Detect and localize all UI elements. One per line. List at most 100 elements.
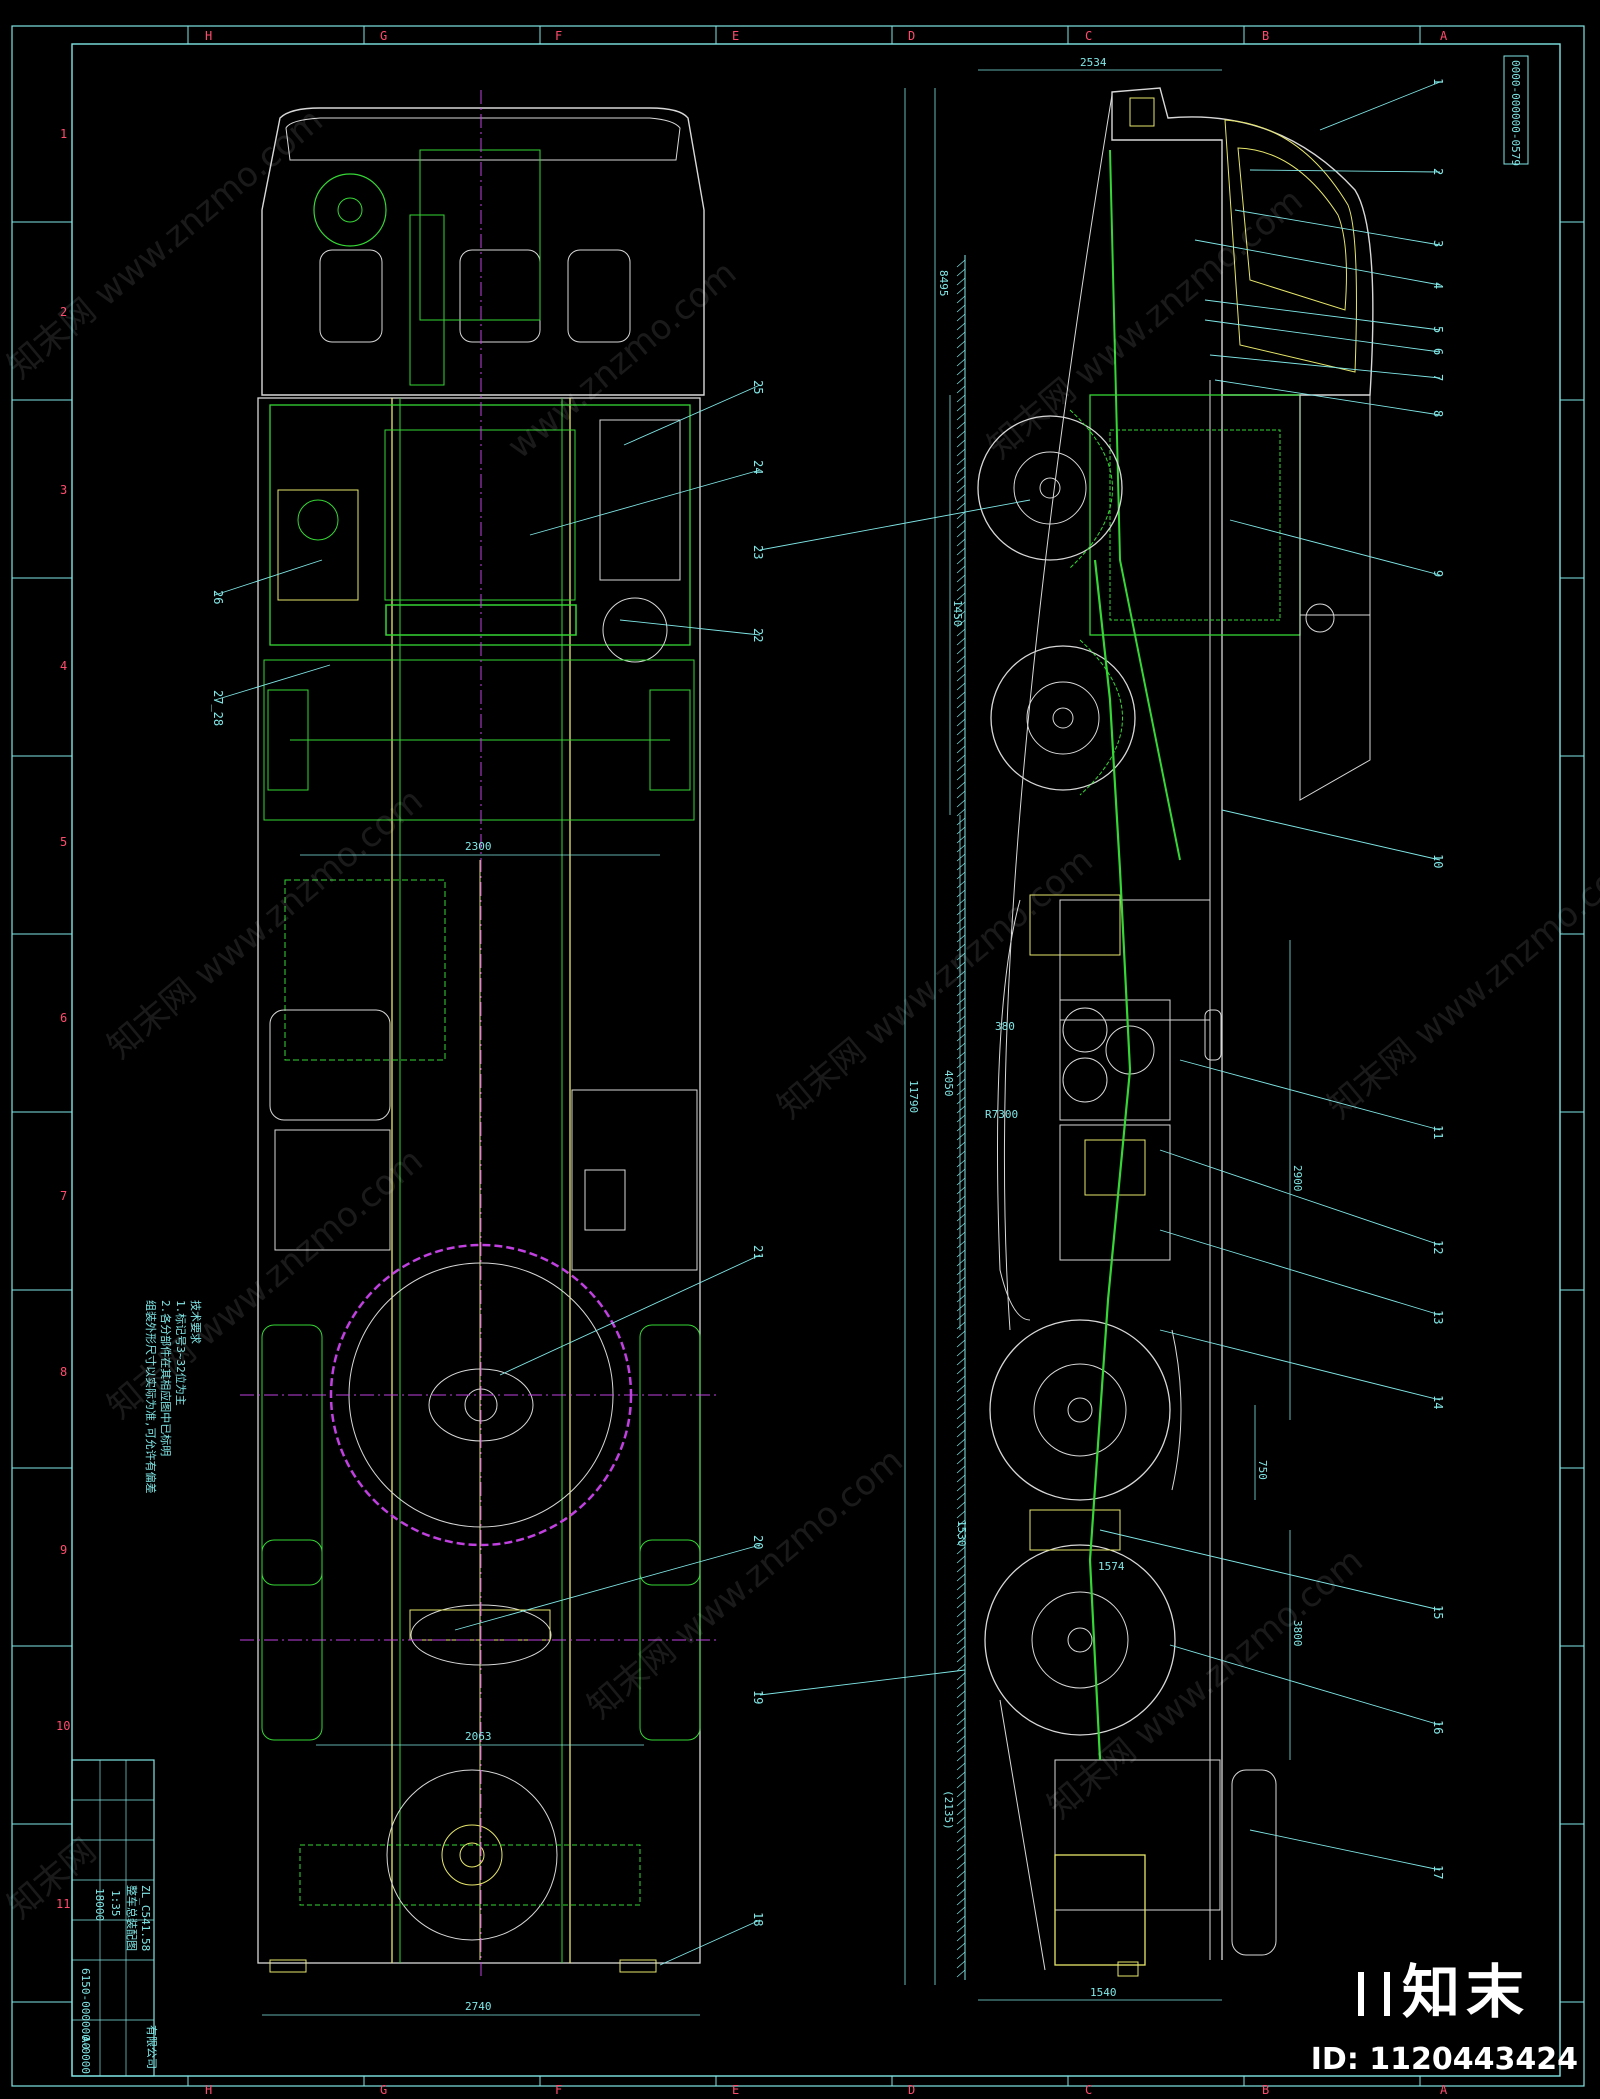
ground-hatch xyxy=(956,1663,966,1672)
ground-hatch xyxy=(956,1321,966,1330)
ground-hatch xyxy=(956,664,966,673)
ground-hatch xyxy=(956,313,966,322)
notes-line-1: 1.标记号3~32位为主 xyxy=(174,1300,188,1406)
grid-col-label: A xyxy=(1440,2083,1448,2097)
ground-hatch xyxy=(956,1024,966,1033)
grid-col-label: F xyxy=(555,29,562,43)
side-dim-1530: 1530 xyxy=(955,1520,968,1547)
ground-hatch xyxy=(956,520,966,529)
watermark: 知末网 www.znzmo.com xyxy=(100,780,431,1066)
side-dim-380: 380 xyxy=(995,1020,1015,1033)
ground-hatch xyxy=(956,916,966,925)
grid-row-label: 11 xyxy=(56,1897,70,1911)
ground-hatch xyxy=(956,1708,966,1717)
ground-hatch xyxy=(956,1456,966,1465)
ground-hatch xyxy=(956,1861,966,1870)
ground-hatch xyxy=(956,1060,966,1069)
watermark: 知末网 www.znzmo.com xyxy=(1320,840,1600,1126)
ground-hatch xyxy=(956,1168,966,1177)
ground-hatch xyxy=(956,979,966,988)
side-dim-4050: 4050 xyxy=(942,1070,955,1097)
balloon-4: 4 xyxy=(1431,282,1445,289)
ground-hatch xyxy=(956,601,966,610)
ground-hatch xyxy=(956,547,966,556)
ground-hatch xyxy=(956,997,966,1006)
ground-hatch xyxy=(956,1411,966,1420)
ground-hatch xyxy=(956,1141,966,1150)
ground-hatch xyxy=(956,1654,966,1663)
ground-hatch xyxy=(956,1159,966,1168)
balloon-3: 3 xyxy=(1431,240,1445,247)
ground-hatch xyxy=(956,340,966,349)
grid-row-label: 9 xyxy=(60,1543,67,1557)
balloon-14: 14 xyxy=(1431,1395,1445,1409)
side-dim-8495: 8495 xyxy=(937,270,950,297)
brand-logo: 知末 xyxy=(1357,1945,1530,2029)
side-dim-2135: (2135) xyxy=(942,1790,955,1830)
side-leaders xyxy=(759,81,1441,1871)
ground-hatch xyxy=(956,304,966,313)
ground-hatch xyxy=(956,592,966,601)
grid-col-label: C xyxy=(1085,2083,1092,2097)
ground-hatch xyxy=(956,1528,966,1537)
grid-col-label: A xyxy=(1440,29,1448,43)
title-name: 整车总装配图 xyxy=(125,1885,139,1951)
ground-hatch xyxy=(956,277,966,286)
balloon-25: 25 xyxy=(751,380,765,394)
ground-hatch xyxy=(956,1537,966,1546)
title-weight: 18000 xyxy=(93,1888,106,1921)
ground-hatch xyxy=(956,1969,966,1978)
ground-hatch xyxy=(956,826,966,835)
ground-hatch xyxy=(956,502,966,511)
side-dim-overall-length: 11790 xyxy=(907,1080,920,1113)
ground-hatch xyxy=(956,898,966,907)
ground-hatch xyxy=(956,1033,966,1042)
side-dim-1540: 1540 xyxy=(1090,1986,1117,1999)
ground-hatch xyxy=(956,907,966,916)
ground-hatch xyxy=(956,448,966,457)
ground-hatch xyxy=(956,1474,966,1483)
ground-hatch xyxy=(956,259,966,268)
ground-hatch xyxy=(956,655,966,664)
ground-hatch xyxy=(956,1285,966,1294)
ground-hatch xyxy=(956,1825,966,1834)
ground-hatch xyxy=(956,574,966,583)
ground-hatch xyxy=(956,1726,966,1735)
ground-hatch xyxy=(956,1798,966,1807)
balloon-17: 17 xyxy=(1431,1865,1445,1879)
ground-hatch xyxy=(956,673,966,682)
side-dim-3800: 3800 xyxy=(1291,1620,1304,1647)
ground-hatch xyxy=(956,817,966,826)
ground-hatch xyxy=(956,583,966,592)
grid-col-label: D xyxy=(908,29,915,43)
ground-hatch xyxy=(956,1177,966,1186)
ground-hatch xyxy=(956,385,966,394)
balloon-6: 6 xyxy=(1431,348,1445,355)
ground-hatch xyxy=(956,1582,966,1591)
ground-hatch xyxy=(956,754,966,763)
title-model: ZL_C541.58 xyxy=(139,1885,152,1951)
ground-hatch xyxy=(956,646,966,655)
ground-hatch xyxy=(956,1879,966,1888)
grid-col-label: D xyxy=(908,2083,915,2097)
ground-hatch xyxy=(956,1564,966,1573)
ground-hatch xyxy=(956,1492,966,1501)
watermark: 知末网 www.znzmo.com xyxy=(0,100,331,386)
ground-hatch xyxy=(956,619,966,628)
ground-hatch xyxy=(956,1816,966,1825)
side-dim-1450: 1450 xyxy=(951,600,964,627)
grid-row-label: 5 xyxy=(60,835,67,849)
grid-row-label: 7 xyxy=(60,1189,67,1203)
ground-hatch xyxy=(956,1231,966,1240)
grid-columns-bottom: H G F E D C B A xyxy=(205,2083,1448,2097)
ground-hatch xyxy=(956,1888,966,1897)
grid-col-label: B xyxy=(1262,29,1269,43)
ground-hatch xyxy=(956,871,966,880)
ground-hatch xyxy=(956,952,966,961)
grid-ticks xyxy=(12,26,1584,2086)
balloon-8: 8 xyxy=(1431,410,1445,417)
ground-hatch xyxy=(956,1267,966,1276)
ground-hatch xyxy=(956,394,966,403)
ground-hatch xyxy=(956,1420,966,1429)
side-dim-2900: 2900 xyxy=(1291,1165,1304,1192)
